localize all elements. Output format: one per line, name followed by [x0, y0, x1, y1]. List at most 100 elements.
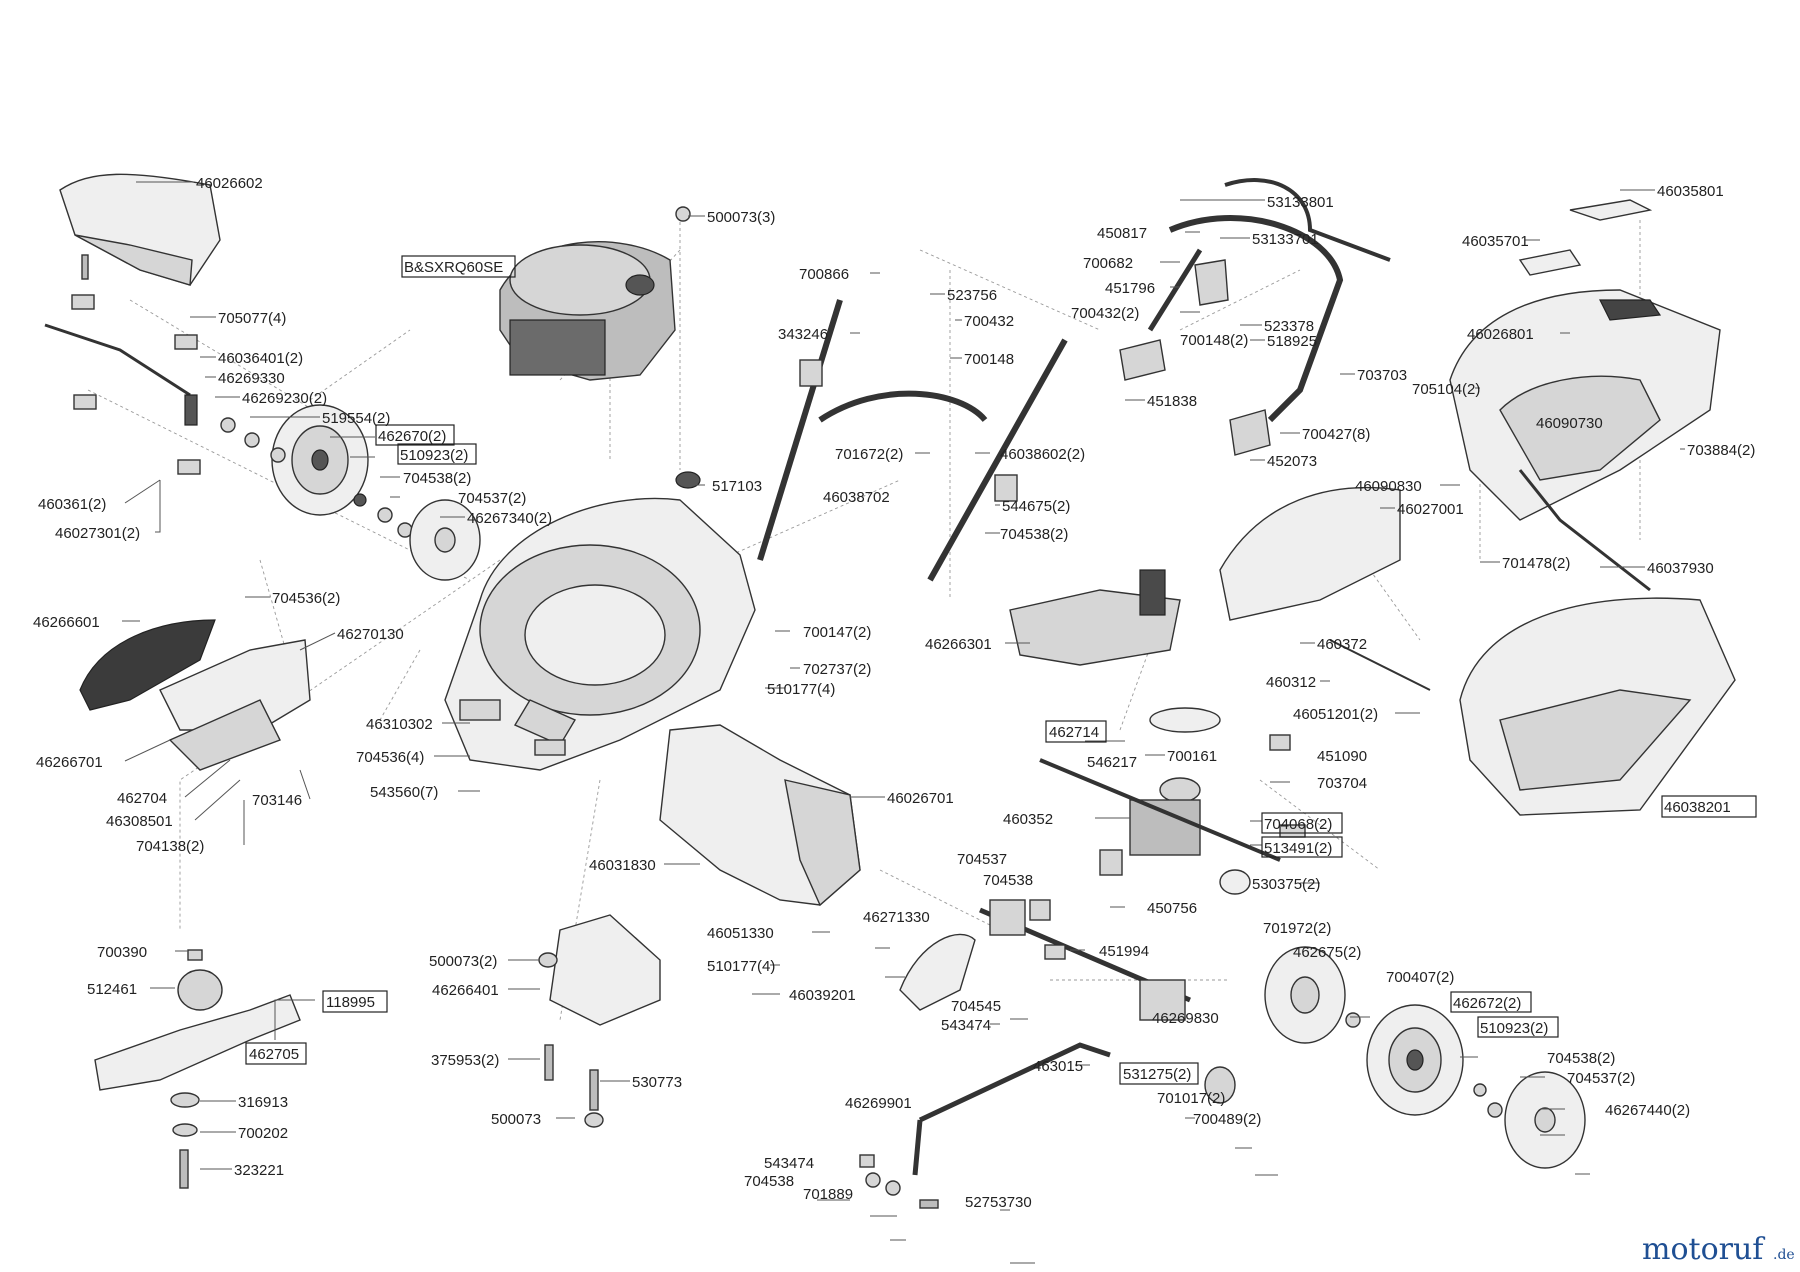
label-462704: 462704 — [117, 790, 167, 807]
label-46266301: 46266301 — [925, 636, 992, 653]
label-46269830: 46269830 — [1152, 1010, 1219, 1027]
label-451090: 451090 — [1317, 748, 1367, 765]
label-704538e: 704538 — [744, 1173, 794, 1190]
label-704545: 704545 — [951, 998, 1001, 1015]
label-700148b: 700148(2) — [1180, 332, 1248, 349]
label-46026801: 46026801 — [1467, 326, 1534, 343]
label-530375: 530375(2) — [1252, 876, 1320, 893]
label-460361: 460361(2) — [38, 496, 106, 513]
label-box-462670 — [375, 424, 455, 446]
label-box-531275 — [1119, 1062, 1199, 1085]
label-46308501: 46308501 — [106, 813, 173, 830]
label-705077: 705077(4) — [218, 310, 286, 327]
label-460352: 460352 — [1003, 811, 1053, 828]
label-530773: 530773 — [632, 1074, 682, 1091]
label-box-118995 — [322, 990, 388, 1013]
label-box-46038201 — [1661, 795, 1757, 818]
label-46090830: 46090830 — [1355, 478, 1422, 495]
label-510923b: 510923(2) — [1480, 1020, 1548, 1037]
label-46267440: 46267440(2) — [1605, 1102, 1690, 1119]
label-700427: 700427(8) — [1302, 426, 1370, 443]
label-118995: 118995 — [326, 994, 375, 1011]
label-46051201: 46051201(2) — [1293, 706, 1378, 723]
label-46031830: 46031830 — [589, 857, 656, 874]
label-543474a: 543474 — [941, 1017, 991, 1034]
label-704068: 704068(2) — [1264, 816, 1332, 833]
label-450756: 450756 — [1147, 900, 1197, 917]
label-46038702: 46038702 — [823, 489, 890, 506]
label-704537c: 704537(2) — [1567, 1070, 1635, 1087]
label-700147: 700147(2) — [803, 624, 871, 641]
label-46310302: 46310302 — [366, 716, 433, 733]
label-700432b: 700432(2) — [1071, 305, 1139, 322]
label-460312: 460312 — [1266, 674, 1316, 691]
label-701017: 701017(2) — [1157, 1090, 1225, 1107]
label-53133801: 53133801 — [1267, 194, 1334, 211]
label-46267340: 46267340(2) — [467, 510, 552, 527]
label-46036401: 46036401(2) — [218, 350, 303, 367]
label-46038602: 46038602(2) — [1000, 446, 1085, 463]
label-701478: 701478(2) — [1502, 555, 1570, 572]
label-316913: 316913 — [238, 1094, 288, 1111]
leader-lines — [122, 181, 1685, 1264]
label-704538c: 704538 — [983, 872, 1033, 889]
label-703704: 703704 — [1317, 775, 1367, 792]
label-523378: 523378 — [1264, 318, 1314, 335]
label-box-704068 — [1261, 812, 1343, 834]
label-46266601: 46266601 — [33, 614, 100, 631]
motoruf-logo: motoruf .de — [1642, 1232, 1795, 1267]
label-512461: 512461 — [87, 981, 137, 998]
label-box-bs-engine — [401, 255, 516, 278]
label-52753730: 52753730 — [965, 1194, 1032, 1211]
label-705104: 705104(2) — [1412, 381, 1480, 398]
label-46270130: 46270130 — [337, 626, 404, 643]
label-519554: 519554(2) — [322, 410, 390, 427]
label-46026701: 46026701 — [887, 790, 954, 807]
label-box-462705 — [245, 1042, 307, 1065]
label-46026602: 46026602 — [196, 175, 263, 192]
label-700407: 700407(2) — [1386, 969, 1454, 986]
label-box-462672 — [1450, 991, 1532, 1013]
logo-main: motoruf — [1642, 1232, 1765, 1267]
label-510923a: 510923(2) — [400, 447, 468, 464]
label-704138: 704138(2) — [136, 838, 204, 855]
label-46027301: 46027301(2) — [55, 525, 140, 542]
label-700489: 700489(2) — [1193, 1111, 1261, 1128]
label-500073: 500073 — [491, 1111, 541, 1128]
label-543474b: 543474 — [764, 1155, 814, 1172]
label-box-510923b — [1477, 1016, 1559, 1038]
label-46269230: 46269230(2) — [242, 390, 327, 407]
label-46051330: 46051330 — [707, 925, 774, 942]
label-700432a: 700432 — [964, 313, 1014, 330]
label-523756: 523756 — [947, 287, 997, 304]
label-463015: 463015 — [1033, 1058, 1083, 1075]
label-704536b: 704536(4) — [356, 749, 424, 766]
label-500073-2: 500073(2) — [429, 953, 497, 970]
label-46039201: 46039201 — [789, 987, 856, 1004]
label-450817: 450817 — [1097, 225, 1147, 242]
svg-text:motoruf: motoruf — [1642, 1232, 1765, 1267]
label-704537b: 704537 — [957, 851, 1007, 868]
label-500073-3: 500073(3) — [707, 209, 775, 226]
label-451994: 451994 — [1099, 943, 1149, 960]
label-451838: 451838 — [1147, 393, 1197, 410]
label-531275: 531275(2) — [1123, 1066, 1191, 1083]
label-544675: 544675(2) — [1002, 498, 1070, 515]
label-543560: 543560(7) — [370, 784, 438, 801]
label-704538d: 704538(2) — [1547, 1050, 1615, 1067]
label-704536a: 704536(2) — [272, 590, 340, 607]
label-46037930: 46037930 — [1647, 560, 1714, 577]
label-46271330: 46271330 — [863, 909, 930, 926]
label-box-462714 — [1045, 720, 1107, 743]
label-703703: 703703 — [1357, 367, 1407, 384]
label-452073: 452073 — [1267, 453, 1317, 470]
label-46035801: 46035801 — [1657, 183, 1724, 200]
label-703146: 703146 — [252, 792, 302, 809]
label-451796: 451796 — [1105, 280, 1155, 297]
label-510177a: 510177(4) — [767, 681, 835, 698]
label-517103: 517103 — [712, 478, 762, 495]
label-box-510923a — [397, 443, 477, 465]
label-701672: 701672(2) — [835, 446, 903, 463]
label-46090730: 46090730 — [1536, 415, 1603, 432]
